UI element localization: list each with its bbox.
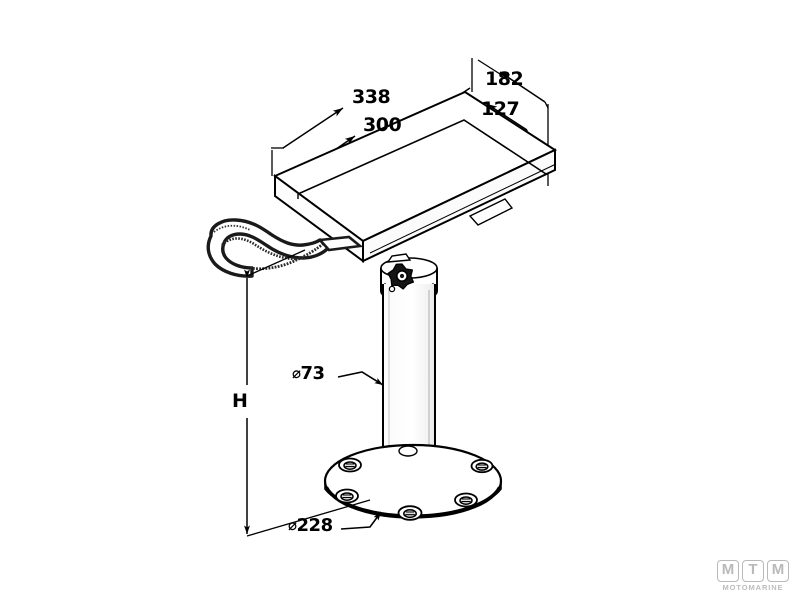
dimension-label-127: 127 — [481, 98, 520, 120]
dimension-height-H — [244, 249, 371, 537]
dimension-label-base-diameter: ⌀228 — [288, 517, 333, 535]
diameter-leaders — [337, 371, 384, 530]
leader-d228 — [340, 511, 382, 530]
base-diameter-value: 228 — [296, 515, 334, 536]
dimension-label-height: H — [232, 390, 248, 412]
ext-182-inner — [477, 59, 501, 75]
slide-channel-tab — [468, 198, 514, 226]
dimension-label-post-diameter: ⌀73 — [292, 365, 325, 383]
ext-H-top — [246, 249, 306, 277]
dimension-label-182: 182 — [485, 68, 524, 90]
watermark-letter-1: M — [717, 560, 739, 582]
diameter-symbol-icon: ⌀ — [288, 516, 297, 534]
swivel-lock-knob — [386, 253, 415, 293]
dim-line-338-left — [282, 107, 344, 149]
watermark-logo: M T M MOTOMARINE — [716, 560, 790, 592]
watermark-letter-boxes: M T M — [716, 560, 790, 582]
leader-d73 — [337, 371, 384, 386]
dim-line-182-left — [499, 71, 546, 103]
dim-line-127-left — [486, 103, 528, 131]
base-bolt-holes — [335, 445, 494, 521]
mounting-base-plate — [323, 443, 503, 521]
slide-rail-recess — [297, 119, 547, 195]
watermark-brand-name: MOTOMARINE — [722, 583, 784, 592]
watermark-letter-3: M — [767, 560, 789, 582]
diameter-symbol-icon: ⌀ — [292, 364, 301, 382]
seat-slide-plate — [273, 90, 558, 263]
ext-H-bottom — [246, 499, 371, 537]
post-cylinder — [382, 284, 436, 466]
dimension-label-300: 300 — [363, 114, 402, 136]
post-diameter-value: 73 — [300, 363, 326, 384]
watermark-letter-2: T — [742, 560, 764, 582]
dimension-label-338: 338 — [352, 86, 391, 108]
